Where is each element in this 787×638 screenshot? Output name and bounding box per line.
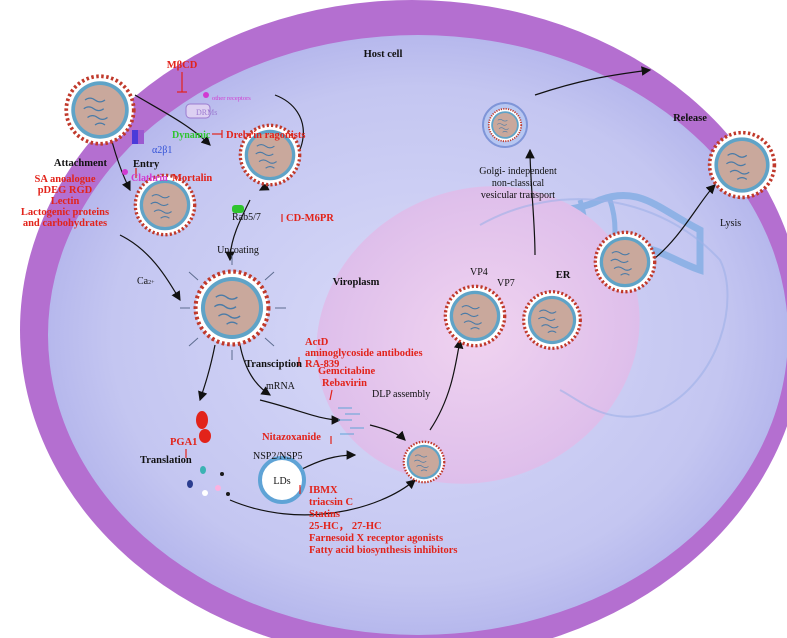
attachment-inhibitor-4: Lactogenic proteins [21, 207, 109, 218]
lds-inhibitor-1: IBMX [309, 485, 338, 496]
transcription-label: Transciption [245, 359, 302, 370]
other-receptors-label: other receptors [212, 95, 251, 102]
mortalin-inhibitor: Mortalin [172, 173, 212, 184]
rab-icon [232, 205, 244, 213]
er-outline [479, 198, 729, 418]
entry-label: Entry [133, 159, 160, 170]
er-label: ER [556, 270, 571, 281]
viroplasm-label: Viroplasm [333, 277, 380, 288]
uncoating-spikes [180, 255, 286, 360]
attachment-inhibitor-3: Lectin [51, 196, 80, 207]
dynamic-label: Dynamic [172, 130, 211, 141]
protein-dots [187, 466, 230, 496]
transcription-inhibitor-3: RA-839 [305, 359, 339, 370]
virus-dlp [402, 440, 446, 484]
arrow-golgi [525, 148, 536, 256]
arrow-ca [119, 234, 181, 302]
arrow-release [534, 66, 652, 96]
inhibition-marks [135, 72, 333, 494]
a2b1-label: α2β1 [152, 145, 172, 156]
golgi-label-1: Golgi- independent [479, 166, 557, 177]
golgi-label-2: non-classical [492, 178, 544, 189]
attachment-inhibitor-5: and carbohydrates [23, 218, 107, 229]
uncoating-label: Uncoating [217, 245, 259, 256]
arrow-nsp [299, 450, 357, 471]
virus-entry [133, 173, 197, 237]
virus-viroplasm [443, 284, 507, 348]
release-label: Release [673, 113, 707, 124]
lysis-label: Lysis [720, 218, 741, 229]
translation-label: Translation [140, 455, 192, 466]
rebavirin-inhibitor: Rebavirin [322, 378, 367, 389]
rab-label: Rab5/7 [232, 212, 261, 223]
virus-er-exit [593, 230, 657, 294]
nsp-label: NSP2/NSP5 [253, 451, 302, 462]
arrow-dlp-assembly [429, 338, 464, 431]
lds-inhibitor-5: Farnesoid X receptor agonists [309, 533, 443, 544]
nitazoxanide-inhibitor: Nitazoxanide [262, 432, 321, 443]
lds-inhibitor-4: 25-HC， 27-HC [309, 521, 382, 532]
mbcd-inhibitor: MβCD [167, 60, 198, 71]
arrow-transcription [239, 344, 271, 396]
lds-inhibitor-6: Fatty acid biosynthesis inhibitors [309, 545, 457, 556]
lds-inhibitor-2: triacsin C [309, 497, 353, 508]
arrow-mrna-ssRNA [259, 399, 342, 425]
drms-label: DRMs [196, 108, 217, 117]
a2b1-receptor-b [138, 130, 144, 144]
transcription-inhibitor-2: aminoglycoside antibodies [305, 348, 423, 359]
vp4-label: VP4 [470, 267, 488, 278]
arrow-uncoating [225, 199, 251, 262]
arrow-ssrna-dlp [369, 424, 406, 441]
cd-m6pr-inhibitor: CD-M6PR [286, 213, 334, 224]
host-cell-label: Host cell [364, 49, 403, 60]
other-receptor-icon [203, 92, 209, 98]
lds-label: LDs [273, 476, 290, 487]
lds-inhibitor-3: Statins [309, 509, 340, 520]
drebrin-inhibitor: Drebrin ragonists [226, 130, 305, 141]
virus-er [522, 290, 582, 350]
arrow-lysis [649, 184, 716, 263]
dlp-assembly-label: DLP assembly [372, 389, 430, 400]
ca-label: Ca2+ [137, 276, 155, 287]
gemcitabine-inhibitor: Gemcitabine [318, 366, 375, 377]
virus-lysis [707, 130, 777, 200]
attachment-inhibitor-2: pDEG RGD [38, 185, 93, 196]
ribosome-small-icon [199, 429, 211, 443]
attachment-label: Attachment [54, 158, 108, 169]
vp7-label: VP7 [497, 278, 515, 289]
pga1-inhibitor: PGA1 [170, 437, 197, 448]
ssrna-marks [338, 407, 364, 435]
mrna-label: mRNA [266, 381, 296, 392]
ribosome-icon [196, 411, 208, 429]
virus-attachment [64, 74, 136, 146]
clathrin-label: Clathrin [131, 173, 168, 184]
golgi-label-3: vesicular transport [481, 190, 555, 201]
drms-receptor [185, 103, 211, 119]
clathrin-icon [122, 169, 128, 175]
lipid-droplet-icon [258, 456, 306, 504]
transcription-inhibitor-1: ActD [305, 337, 329, 348]
a2b1-receptor [132, 130, 138, 144]
attachment-inhibitor-1: SA anoalogue [35, 174, 96, 185]
arrow-translation [198, 344, 216, 402]
virus-uncoating [196, 272, 269, 345]
arrow-proteins-dlp [229, 479, 416, 516]
arrow-entry [134, 94, 211, 146]
virus-in-vesicle [487, 107, 523, 143]
